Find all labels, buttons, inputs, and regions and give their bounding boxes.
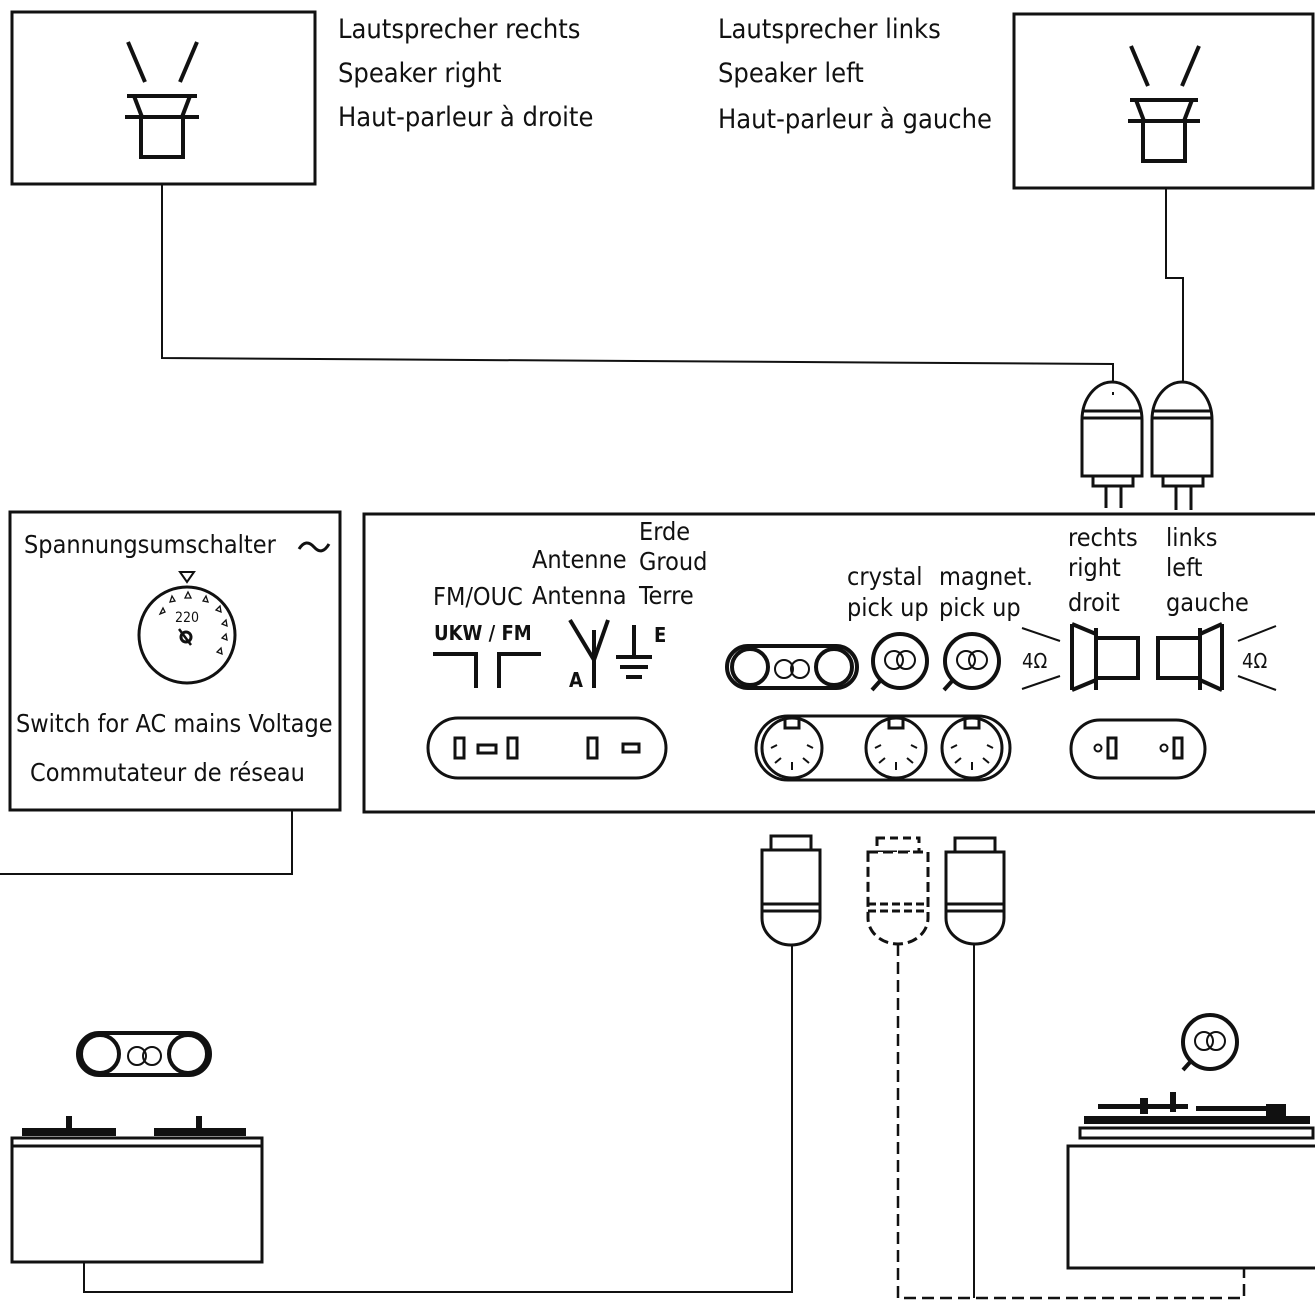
- speaker-left-label-en: Speaker left: [718, 58, 864, 89]
- voltage-value: 220: [175, 610, 199, 626]
- device-cables: [83, 944, 1246, 1300]
- voltage-switch-label-de: Spannungsumschalter: [24, 530, 277, 559]
- fm-ouc-label: FM/OUC: [433, 582, 523, 611]
- plug-icon: [760, 834, 822, 947]
- terre-label: Terre: [638, 581, 694, 610]
- ukw-fm-label: UKW / FM: [434, 621, 532, 645]
- links-label: links: [1166, 523, 1218, 552]
- din-socket-strip: [754, 714, 1012, 782]
- din-socket-icon: [864, 716, 928, 780]
- crystal-pickup-label: pick up: [847, 593, 929, 622]
- voltage-switch-label-fr: Commutateur de réseau: [30, 758, 305, 787]
- tape-recorder-device: [10, 1116, 264, 1264]
- rear-panel: [362, 512, 1315, 814]
- pickup-icon: [1181, 1013, 1239, 1072]
- pickup-icon: [942, 632, 1001, 692]
- speaker-cables: [161, 184, 1184, 392]
- ohm-left-label: 4Ω: [1242, 649, 1267, 673]
- plug-icon: [866, 836, 930, 946]
- speaker-right-box: [10, 10, 317, 186]
- gauche-label: gauche: [1166, 588, 1249, 617]
- din-socket-icon: [940, 716, 1004, 780]
- droit-label: droit: [1068, 588, 1120, 617]
- magnet-label: magnet.: [939, 562, 1033, 591]
- crystal-label: crystal: [847, 562, 922, 591]
- speaker-output-right-icon: [1021, 622, 1140, 692]
- erde-label: Erde: [639, 517, 690, 546]
- antenne-label: Antenne: [532, 545, 627, 574]
- selector-pointer-icon: [178, 571, 196, 584]
- tape-recorder-icon: [76, 1031, 212, 1077]
- ohm-right-label: 4Ω: [1022, 649, 1047, 673]
- turntable-icon: [1066, 1092, 1315, 1270]
- speaker-right-label-de: Lautsprecher rechts: [338, 14, 580, 45]
- groud-label: Groud: [639, 547, 707, 576]
- speaker-icon: [125, 41, 199, 159]
- speaker-socket-strip: [1069, 718, 1207, 780]
- earth-letter: E: [654, 623, 666, 647]
- speaker-plug-right: [1080, 380, 1144, 508]
- speaker-plug-left: [1150, 380, 1214, 510]
- ac-symbol-icon: [297, 541, 331, 553]
- speaker-left-label-fr: Haut-parleur à gauche: [718, 104, 992, 135]
- din-socket-icon: [760, 716, 824, 780]
- speaker-output-left-icon: [1156, 622, 1277, 692]
- earth-icon: [616, 625, 652, 679]
- antenna-icon: [568, 618, 610, 688]
- speaker-left-box: [1012, 12, 1315, 190]
- speaker-left-label-de: Lautsprecher links: [718, 14, 941, 45]
- speaker-right-label-en: Speaker right: [338, 58, 502, 89]
- antenna-label: Antenna: [532, 581, 627, 610]
- speaker-right-label-fr: Haut-parleur à droite: [338, 102, 593, 133]
- voltage-switch-label-en: Switch for AC mains Voltage: [16, 709, 333, 738]
- antenna-letter: A: [569, 668, 583, 692]
- antenna-socket-strip: [426, 716, 668, 780]
- left-label: left: [1166, 553, 1203, 582]
- voltage-switch-box: [0, 510, 342, 875]
- pickup-icon: [870, 632, 929, 692]
- plug-icon: [944, 836, 1006, 946]
- right-label: right: [1068, 553, 1121, 582]
- magnet-pickup-label: pick up: [939, 593, 1021, 622]
- fm-antenna-terminal-icon: [433, 652, 541, 688]
- voltage-selector-dial[interactable]: 220: [137, 571, 237, 685]
- rechts-label: rechts: [1068, 523, 1138, 552]
- tape-recorder-icon: [725, 644, 859, 690]
- speaker-icon: [1128, 45, 1201, 163]
